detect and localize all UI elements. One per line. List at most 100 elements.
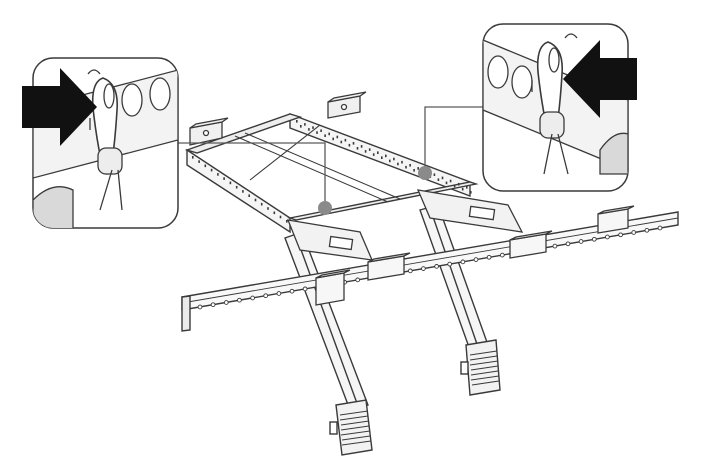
- rail-hole: [381, 156, 383, 159]
- rail-hole: [344, 138, 347, 142]
- rail-hole: [364, 150, 367, 153]
- crossbar-hole: [552, 243, 558, 249]
- rail-hole: [192, 156, 194, 159]
- crossbar-hole: [263, 293, 269, 299]
- stand-leg-right: [419, 204, 489, 351]
- crossbar-hole: [250, 295, 255, 301]
- arrow-pointing-right-icon: [22, 68, 97, 146]
- crossbar-hole: [618, 232, 623, 238]
- crossbar-clamp-left: [315, 252, 411, 306]
- crossbar-hole: [605, 234, 610, 240]
- crossbar-hole: [473, 257, 479, 262]
- crossbar-hole: [407, 268, 413, 274]
- crossbar-hole: [289, 288, 295, 294]
- rail-hole: [413, 169, 415, 172]
- rail-hole: [405, 165, 407, 169]
- rail-hole: [368, 148, 371, 151]
- rail-hole: [470, 191, 472, 194]
- stand-foot-left: [329, 399, 373, 456]
- rail-hole: [389, 159, 391, 163]
- telescopic-crossbar: [181, 211, 679, 332]
- crossbar-hole: [657, 225, 663, 231]
- rail-hole: [336, 135, 339, 139]
- rail-hole: [445, 181, 448, 185]
- crossbar-hole: [644, 227, 650, 233]
- stand-leg-left: [284, 231, 369, 411]
- rail-hole: [360, 145, 363, 148]
- detail-inset-left: [32, 57, 179, 229]
- detail-inset-right: [482, 23, 629, 192]
- rail-hole: [254, 198, 257, 202]
- rail-hole: [273, 211, 276, 215]
- crossbar-hole: [447, 261, 453, 267]
- rail-hole: [223, 177, 225, 180]
- rail-hole: [453, 184, 456, 188]
- rail-hole: [409, 164, 411, 167]
- rail-hole: [393, 157, 395, 161]
- frame-end-cap-right: [327, 91, 367, 119]
- rail-hole: [461, 187, 464, 191]
- rail-hole: [466, 186, 468, 189]
- rail-hole: [437, 178, 440, 181]
- crossbar-hole: [197, 304, 203, 310]
- rail-hole: [324, 134, 326, 137]
- crossbar-hole: [460, 259, 466, 265]
- crossbar-hole: [237, 297, 242, 303]
- rail-hole: [267, 207, 269, 210]
- rail-hole: [286, 220, 288, 223]
- rail-hole: [433, 173, 436, 176]
- hinge-bracket-right: [416, 189, 524, 233]
- rail-hole: [332, 137, 334, 141]
- rail-hole: [204, 164, 207, 168]
- crossbar-hole: [578, 239, 584, 244]
- rail-hole: [340, 140, 343, 144]
- rail-hole: [377, 151, 379, 154]
- rail-hole: [210, 168, 213, 172]
- rail-hole: [417, 167, 419, 170]
- crossbar-hole: [302, 286, 308, 292]
- rail-hole: [316, 131, 318, 134]
- rail-hole: [385, 154, 387, 158]
- rail-hole: [300, 125, 302, 128]
- frame-end-cap-left: [189, 117, 229, 146]
- rail-hole: [296, 120, 298, 123]
- rail-hole: [372, 153, 375, 156]
- crossbar-hole: [421, 266, 426, 271]
- crossbar-hole: [499, 252, 505, 258]
- rail-hole: [229, 181, 232, 185]
- crossbar-hole: [223, 300, 229, 305]
- crossbar-hole: [591, 236, 597, 242]
- rail-hole: [397, 162, 399, 166]
- crossbar-hole: [631, 230, 637, 235]
- crossbar-hole: [434, 264, 439, 269]
- rail-hole: [198, 160, 200, 163]
- rail-hole: [352, 142, 355, 145]
- rail-hole: [320, 129, 322, 132]
- callout-leader-left: [178, 142, 326, 207]
- callout-leader-right: [424, 106, 483, 171]
- rail-hole: [348, 143, 351, 147]
- rail-hole: [457, 182, 460, 186]
- rail-hole: [235, 185, 238, 189]
- stand-foot-right: [460, 339, 501, 396]
- crossbar-hole: [565, 241, 571, 247]
- callout-marker-left: [318, 201, 332, 215]
- rail-hole: [328, 132, 330, 136]
- rail-hole: [401, 160, 403, 164]
- rail-hole: [248, 194, 250, 197]
- hinge-bracket-left: [286, 219, 374, 261]
- rail-hole: [449, 179, 452, 183]
- rail-hole: [356, 147, 359, 150]
- crossbar-hole: [355, 277, 361, 283]
- rail-hole: [312, 126, 314, 129]
- rail-hole: [441, 176, 444, 180]
- crossbar-hole: [276, 291, 282, 296]
- arrow-pointing-left-icon: [563, 40, 637, 118]
- rail-hole: [260, 202, 263, 206]
- rail-hole: [217, 173, 219, 176]
- crossbar-clamp-right: [509, 205, 635, 259]
- callout-marker-right: [418, 166, 432, 180]
- crossbar-hole: [486, 254, 492, 260]
